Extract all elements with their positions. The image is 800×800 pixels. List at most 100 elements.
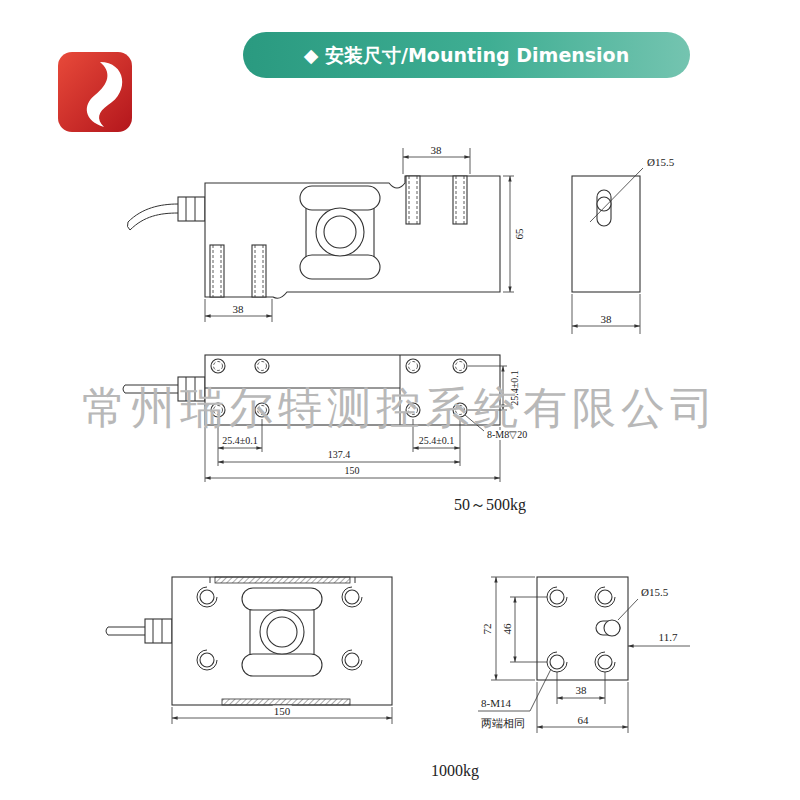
side-view-large xyxy=(515,597,516,662)
side-view-large xyxy=(537,577,628,680)
side-view-large xyxy=(491,680,535,681)
company-logo xyxy=(58,52,132,132)
dimension-text: 38 xyxy=(430,145,443,156)
front-view-small xyxy=(300,186,380,210)
front-view-small xyxy=(324,216,356,248)
front-view-large xyxy=(106,627,108,635)
side-view-large xyxy=(496,577,497,680)
side-view-large xyxy=(604,620,620,636)
front-view-small xyxy=(186,197,187,221)
dimension-text: 38 xyxy=(575,685,588,696)
front-view-small xyxy=(453,176,467,224)
front-view-large xyxy=(267,617,297,647)
watermark: 常州瑞尔特测控系统有限公司 xyxy=(82,386,719,430)
front-view-small xyxy=(406,176,420,224)
band-title-text: ◆ 安装尺寸/Mounting Dimension xyxy=(243,32,690,78)
side-view-large xyxy=(628,682,629,733)
front-view-small xyxy=(178,197,205,221)
side-view-large xyxy=(628,646,690,647)
front-view-large xyxy=(106,577,392,724)
bolt-hole xyxy=(406,359,420,373)
front-view-large xyxy=(222,699,350,705)
front-view-large xyxy=(260,610,304,654)
side-view-large xyxy=(478,577,690,733)
bolt-hole xyxy=(547,652,567,672)
front-view-small xyxy=(127,148,514,322)
front-view-small xyxy=(127,222,130,230)
bolt-hole xyxy=(345,590,359,604)
bolt-hole xyxy=(255,359,269,373)
front-view-small xyxy=(263,245,264,297)
dimension-text: 38 xyxy=(600,314,613,325)
plan-view-small xyxy=(218,448,262,449)
side-view-large xyxy=(510,597,547,598)
load-range-text: 50～500kg xyxy=(453,497,527,513)
front-view-small xyxy=(195,197,196,221)
front-view-small xyxy=(210,245,224,297)
side-view-large xyxy=(557,698,605,699)
front-view-small xyxy=(205,176,500,298)
front-view-large xyxy=(210,577,211,583)
title-band: ◆ 安装尺寸/Mounting Dimension xyxy=(243,32,690,78)
front-view-small xyxy=(409,176,410,224)
front-view-large xyxy=(172,707,173,724)
front-view-small xyxy=(130,213,178,230)
plan-view-small xyxy=(205,478,500,479)
bolt-hole xyxy=(214,362,223,371)
bolt-hole xyxy=(595,652,615,672)
dimension-text: 64 xyxy=(577,715,590,726)
load-range-text: 1000kg xyxy=(430,763,480,779)
bolt-hole xyxy=(598,655,612,669)
diameter-callout: Ø15.5 xyxy=(640,587,669,598)
side-view-small xyxy=(572,176,640,292)
side-view-large xyxy=(510,662,547,663)
side-view-small xyxy=(597,197,611,211)
dimension-text: 25.4±0.1 xyxy=(221,436,259,446)
front-view-small xyxy=(213,245,214,297)
side-view-small xyxy=(590,168,643,222)
front-view-small xyxy=(403,157,470,158)
bolt-hole xyxy=(200,653,214,667)
front-view-small xyxy=(300,255,380,279)
front-view-large xyxy=(108,635,145,636)
dimension-text: 150 xyxy=(273,706,292,717)
side-view-small xyxy=(572,294,573,334)
bolt-hole xyxy=(550,655,564,669)
front-view-small xyxy=(316,208,364,256)
dimension-text: 11.7 xyxy=(658,632,679,643)
front-view-large xyxy=(355,577,356,583)
front-view-large xyxy=(172,577,392,705)
side-view-large xyxy=(605,672,606,704)
bolt-hole xyxy=(598,590,612,604)
bolt-hole xyxy=(342,587,362,607)
side-view-large xyxy=(557,672,558,704)
front-view-small xyxy=(503,176,514,177)
dimension-text: 46 xyxy=(502,623,513,636)
side-view-large xyxy=(537,682,538,733)
front-view-large xyxy=(145,619,172,643)
bolt-hole xyxy=(453,359,467,373)
dimension-text: 65 xyxy=(514,228,525,241)
front-view-small xyxy=(255,245,256,297)
side-view-small xyxy=(572,326,640,327)
front-view-large xyxy=(162,619,163,643)
front-view-large xyxy=(153,619,154,643)
front-view-small xyxy=(205,299,206,322)
bolt-hole xyxy=(550,590,564,604)
dimension-text: 72 xyxy=(482,623,493,636)
front-view-small xyxy=(456,176,457,224)
front-view-large xyxy=(392,707,393,724)
bolt-hole xyxy=(342,650,362,670)
front-view-small xyxy=(221,245,222,297)
side-view-large xyxy=(537,727,628,728)
dimension-text: 137.4 xyxy=(327,450,352,460)
front-view-large xyxy=(172,718,392,719)
side-view-large xyxy=(478,669,551,711)
front-view-large xyxy=(108,627,145,628)
front-view-small xyxy=(510,176,511,292)
front-view-small xyxy=(205,316,272,317)
bolt-hole xyxy=(258,362,267,371)
bolt-hole xyxy=(409,362,418,371)
side-view-large xyxy=(596,621,620,635)
company-logo xyxy=(87,62,123,127)
